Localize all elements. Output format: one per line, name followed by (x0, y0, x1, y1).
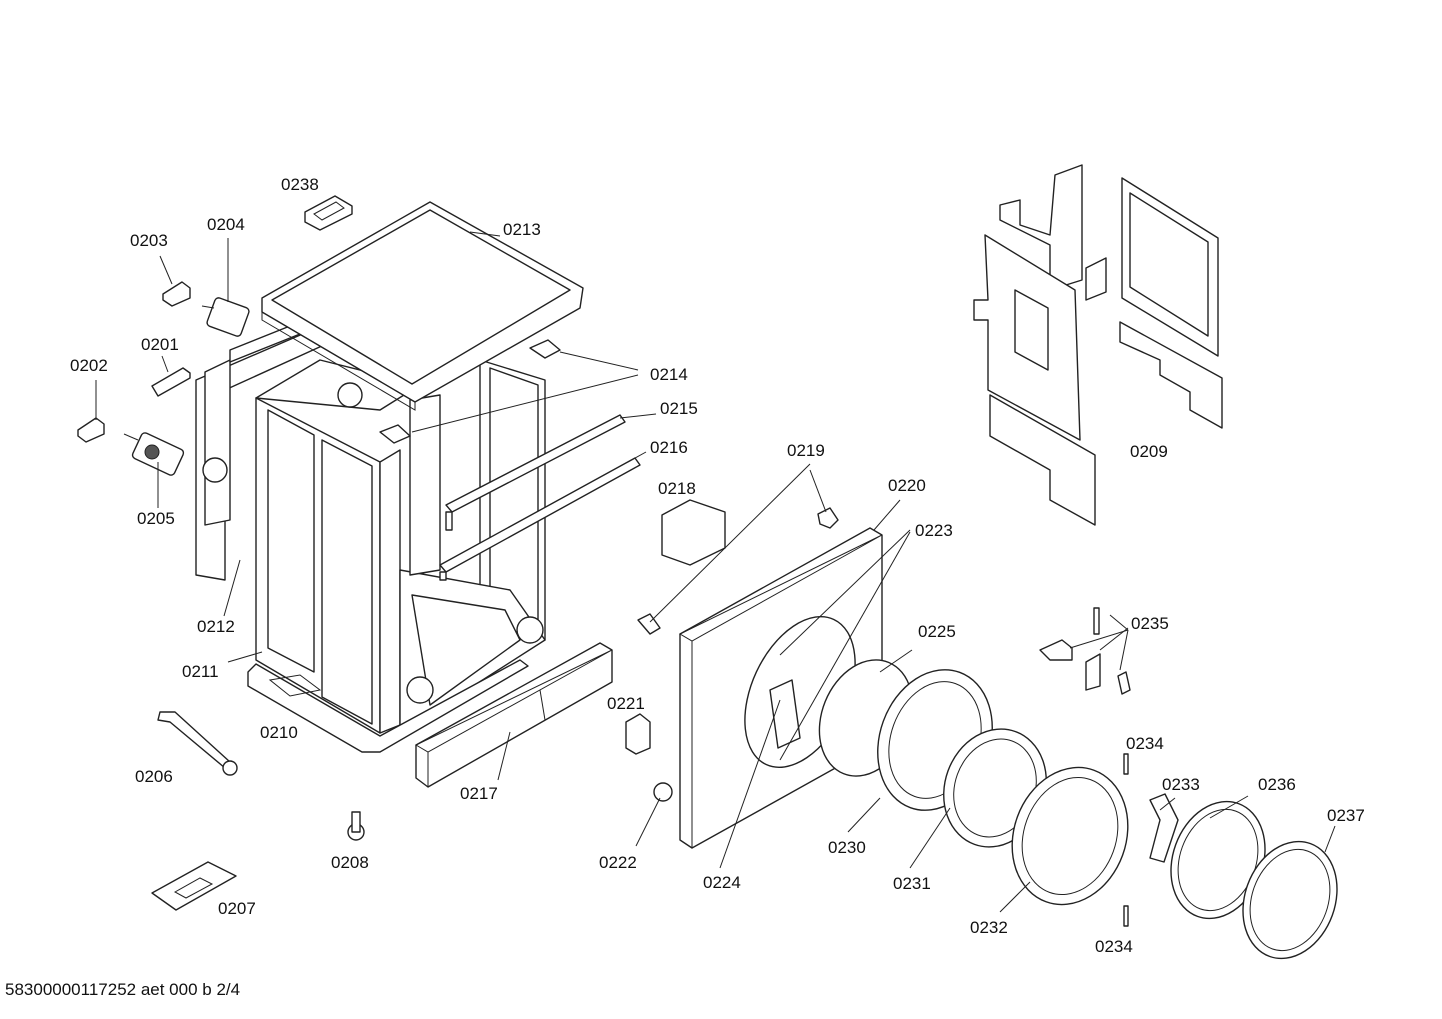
door-lock-and-clips (625, 499, 839, 802)
label-0208: 0208 (331, 853, 369, 872)
leader-lines (95, 231, 1336, 913)
label-0234-upper: 0234 (1126, 734, 1164, 753)
control-panel (414, 642, 613, 788)
label-0212: 0212 (197, 617, 235, 636)
label-0223: 0223 (915, 521, 953, 540)
label-0234-lower: 0234 (1095, 937, 1133, 956)
small-parts-left (77, 281, 250, 476)
label-0233: 0233 (1162, 775, 1200, 794)
label-0238: 0238 (281, 175, 319, 194)
top-lid (261, 201, 584, 411)
label-0202: 0202 (70, 356, 108, 375)
insulation-pads (973, 164, 1223, 526)
label-0206: 0206 (135, 767, 173, 786)
label-0211: 0211 (182, 662, 219, 681)
label-0221: 0221 (607, 694, 645, 713)
door-rings (877, 669, 1338, 960)
label-0213: 0213 (503, 220, 541, 239)
label-0204: 0204 (207, 215, 245, 234)
label-0209: 0209 (1130, 442, 1168, 461)
label-0230: 0230 (828, 838, 866, 857)
label-0220: 0220 (888, 476, 926, 495)
label-0224: 0224 (703, 873, 741, 892)
label-0216: 0216 (650, 438, 688, 457)
cabinet-frame (255, 359, 546, 734)
drawing-reference-number: 58300000117252 aet 000 b 2/4 (5, 980, 241, 999)
label-0205: 0205 (137, 509, 175, 528)
handle-bracket (304, 195, 353, 231)
label-0235: 0235 (1131, 614, 1169, 633)
label-0214: 0214 (650, 365, 688, 384)
label-0207: 0207 (218, 899, 256, 918)
label-0237: 0237 (1327, 806, 1365, 825)
hinge-parts (1039, 607, 1131, 927)
label-0222: 0222 (599, 853, 637, 872)
label-0232: 0232 (970, 918, 1008, 937)
cross-braces (439, 414, 641, 581)
label-0201: 0201 (141, 335, 179, 354)
label-0236: 0236 (1258, 775, 1296, 794)
label-0215: 0215 (660, 399, 698, 418)
base-plate (247, 659, 529, 753)
label-0219: 0219 (787, 441, 825, 460)
label-0203: 0203 (130, 231, 168, 250)
label-0210: 0210 (260, 723, 298, 742)
label-0217: 0217 (460, 784, 498, 803)
tools-and-fasteners (151, 711, 365, 911)
label-0218: 0218 (658, 479, 696, 498)
brackets (379, 339, 561, 444)
label-0225: 0225 (918, 622, 956, 641)
part-labels: 0238 0213 0203 0204 0201 0202 0205 0212 … (70, 175, 1365, 956)
label-0231: 0231 (893, 874, 931, 893)
